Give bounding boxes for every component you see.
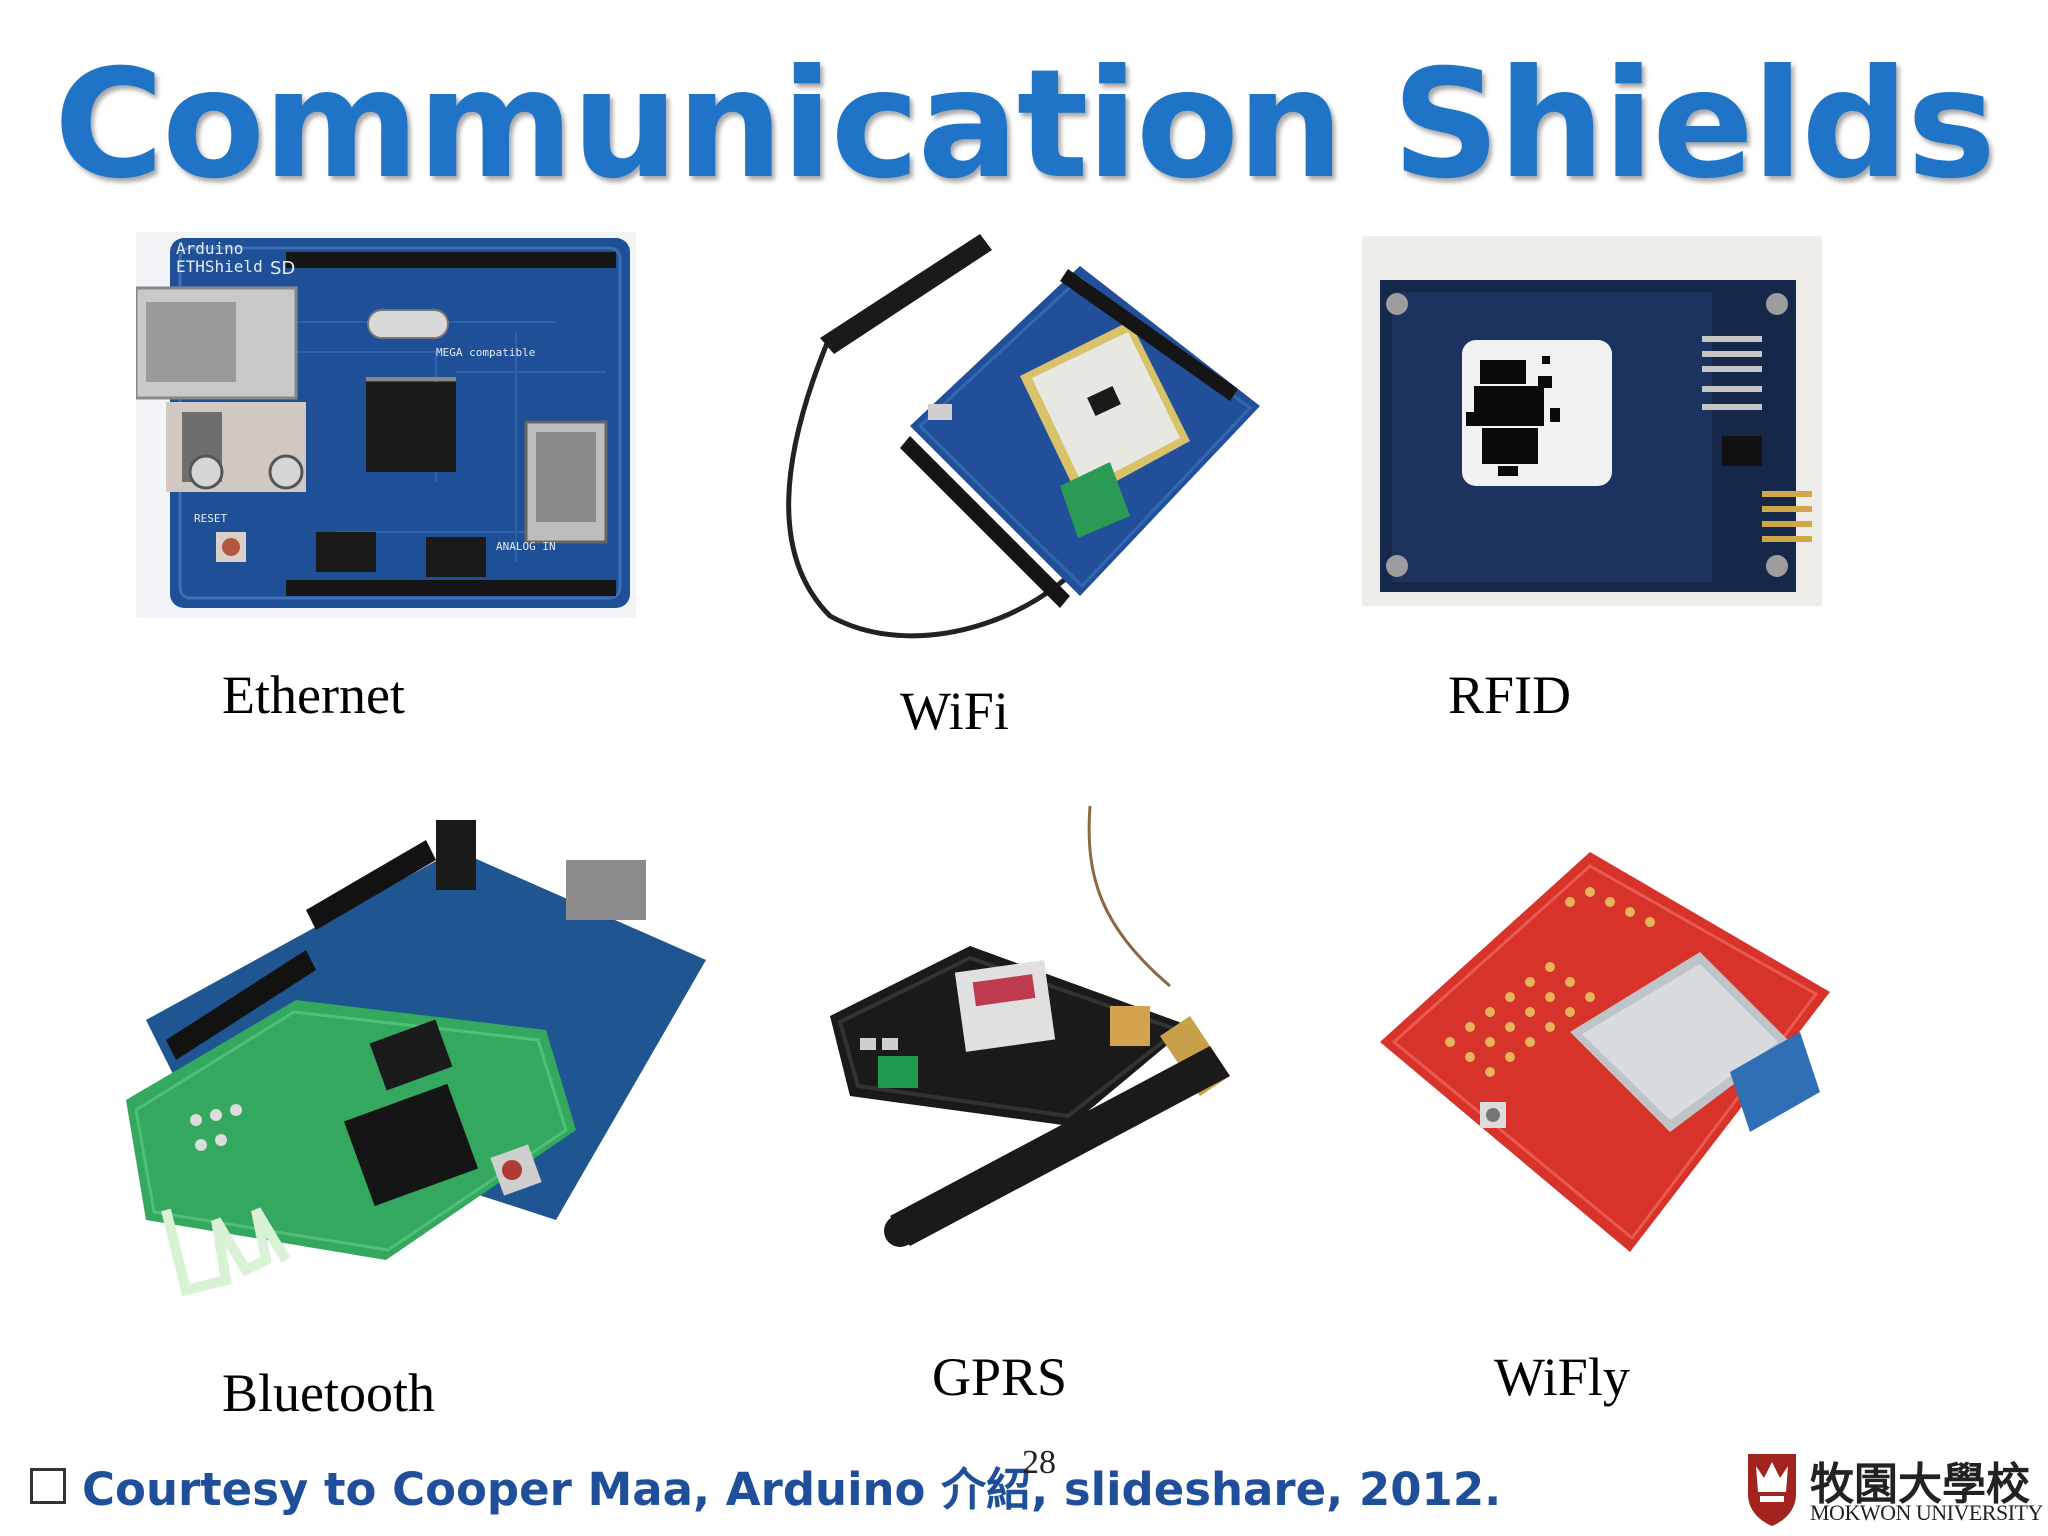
ethernet-shield-photo: Arduino ETHShield SD MEGA compatible RES… <box>136 232 636 618</box>
gprs-caption: GPRS <box>932 1347 1068 1407</box>
slide-title: Communication Shields <box>53 38 1996 212</box>
ethernet-board-sd: SD <box>270 258 295 279</box>
university-logo: 牧園大學校 MOKWON UNIVERSITY <box>1738 1448 2043 1528</box>
wifly-shield-photo <box>1370 842 1840 1262</box>
ethernet-board-mega: MEGA compatible <box>436 346 535 359</box>
ethernet-caption: Ethernet <box>222 665 405 725</box>
footer-citation: Courtesy to Cooper Maa, Arduino 介紹, slid… <box>30 1453 1501 1518</box>
rfid-caption: RFID <box>1448 665 1572 725</box>
gprs-shield-photo <box>770 786 1320 1266</box>
rfid-shield-photo <box>1362 236 1822 606</box>
university-name-en: MOKWON UNIVERSITY <box>1810 1500 2043 1525</box>
wifi-shield-photo <box>760 226 1270 646</box>
page-number: 28 <box>1022 1444 1056 1481</box>
university-emblem-icon <box>1748 1454 1796 1526</box>
bluetooth-shield-photo <box>126 800 716 1310</box>
ethernet-board-brand: Arduino <box>176 239 243 258</box>
university-name-cn: 牧園大學校 <box>1810 1459 2030 1510</box>
ethernet-board-reset: RESET <box>194 512 227 525</box>
wifi-caption: WiFi <box>900 681 1009 741</box>
bluetooth-caption: Bluetooth <box>222 1363 435 1423</box>
bullet-checkbox-icon <box>30 1467 66 1504</box>
ethernet-board-model: ETHShield <box>176 257 263 276</box>
wifly-caption: WiFly <box>1494 1347 1630 1407</box>
ethernet-board-analog: ANALOG IN <box>496 540 556 553</box>
footer-citation-text: Courtesy to Cooper Maa, Arduino 介紹, slid… <box>82 1463 1502 1516</box>
